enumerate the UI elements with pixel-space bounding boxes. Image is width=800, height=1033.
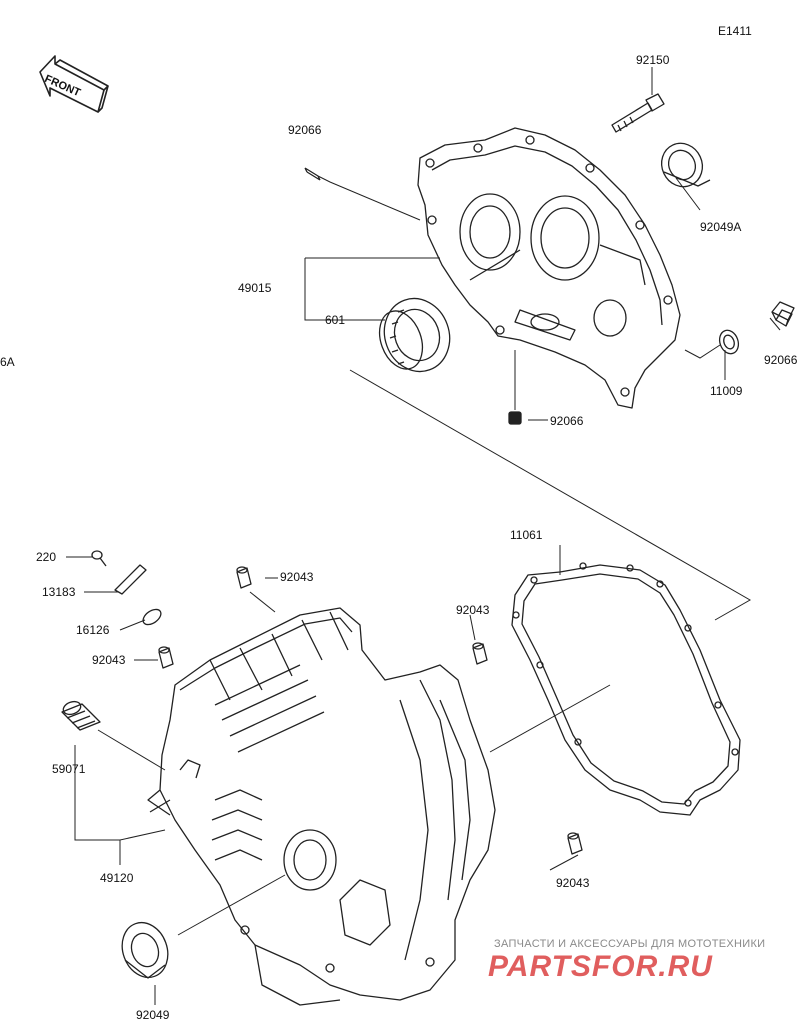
part-label-92066-right[interactable]: 92066 xyxy=(764,353,798,367)
part-label-11061[interactable]: 11061 xyxy=(510,528,543,542)
part-label-13183[interactable]: 13183 xyxy=(42,585,76,599)
bolt-92150-drawing xyxy=(611,93,665,133)
part-label-11009[interactable]: 11009 xyxy=(710,384,743,398)
part-label-59071[interactable]: 59071 xyxy=(52,762,86,776)
part-label-92049[interactable]: 92049 xyxy=(136,1008,170,1022)
part-label-92049A[interactable]: 92049A xyxy=(700,220,742,234)
crankcase-drawing xyxy=(147,607,496,1006)
small-parts-upper-left-drawing xyxy=(91,550,162,626)
plug-92066-right-drawing xyxy=(771,301,795,327)
part-label-601[interactable]: 601 xyxy=(325,313,346,327)
gasket-11061-drawing xyxy=(511,562,741,816)
front-arrow-icon xyxy=(39,55,109,113)
part-label-92043-b[interactable]: 92043 xyxy=(280,570,314,584)
left-edge-fragment: 6A xyxy=(0,355,15,369)
bearing-601-drawing xyxy=(378,297,451,373)
washer-11009-drawing xyxy=(718,329,740,355)
part-label-92043-c[interactable]: 92043 xyxy=(456,603,490,617)
diagram-code: E1411 xyxy=(718,24,752,38)
part-label-92043-a[interactable]: 92043 xyxy=(92,653,126,667)
part-label-92066-top[interactable]: 92066 xyxy=(288,123,322,137)
part-label-92150[interactable]: 92150 xyxy=(636,53,670,67)
part-label-92043-d[interactable]: 92043 xyxy=(556,876,590,890)
watermark-tagline: ЗАПЧАСТИ И АКСЕССУАРЫ ДЛЯ МОТОТЕХНИКИ xyxy=(494,938,766,950)
oil-seal-92049A-drawing xyxy=(660,142,711,188)
part-label-49015[interactable]: 49015 xyxy=(238,281,272,295)
plug-59071-drawing xyxy=(61,700,101,731)
watermark-brand-logo: PARTSFOR.RU xyxy=(488,950,713,983)
part-label-16126[interactable]: 16126 xyxy=(76,623,110,637)
part-label-49120[interactable]: 49120 xyxy=(100,871,134,885)
dowel-92066-bottom-drawing xyxy=(508,411,522,425)
oil-seal-92049-drawing xyxy=(121,921,169,979)
leader-lines xyxy=(66,67,781,1005)
dowels-92043-drawing xyxy=(158,566,583,855)
part-label-220[interactable]: 220 xyxy=(36,550,57,564)
pin-92066-top-drawing xyxy=(304,167,321,181)
crankcase-cover-drawing xyxy=(417,127,681,409)
part-label-92066-bottom[interactable]: 92066 xyxy=(550,414,584,428)
